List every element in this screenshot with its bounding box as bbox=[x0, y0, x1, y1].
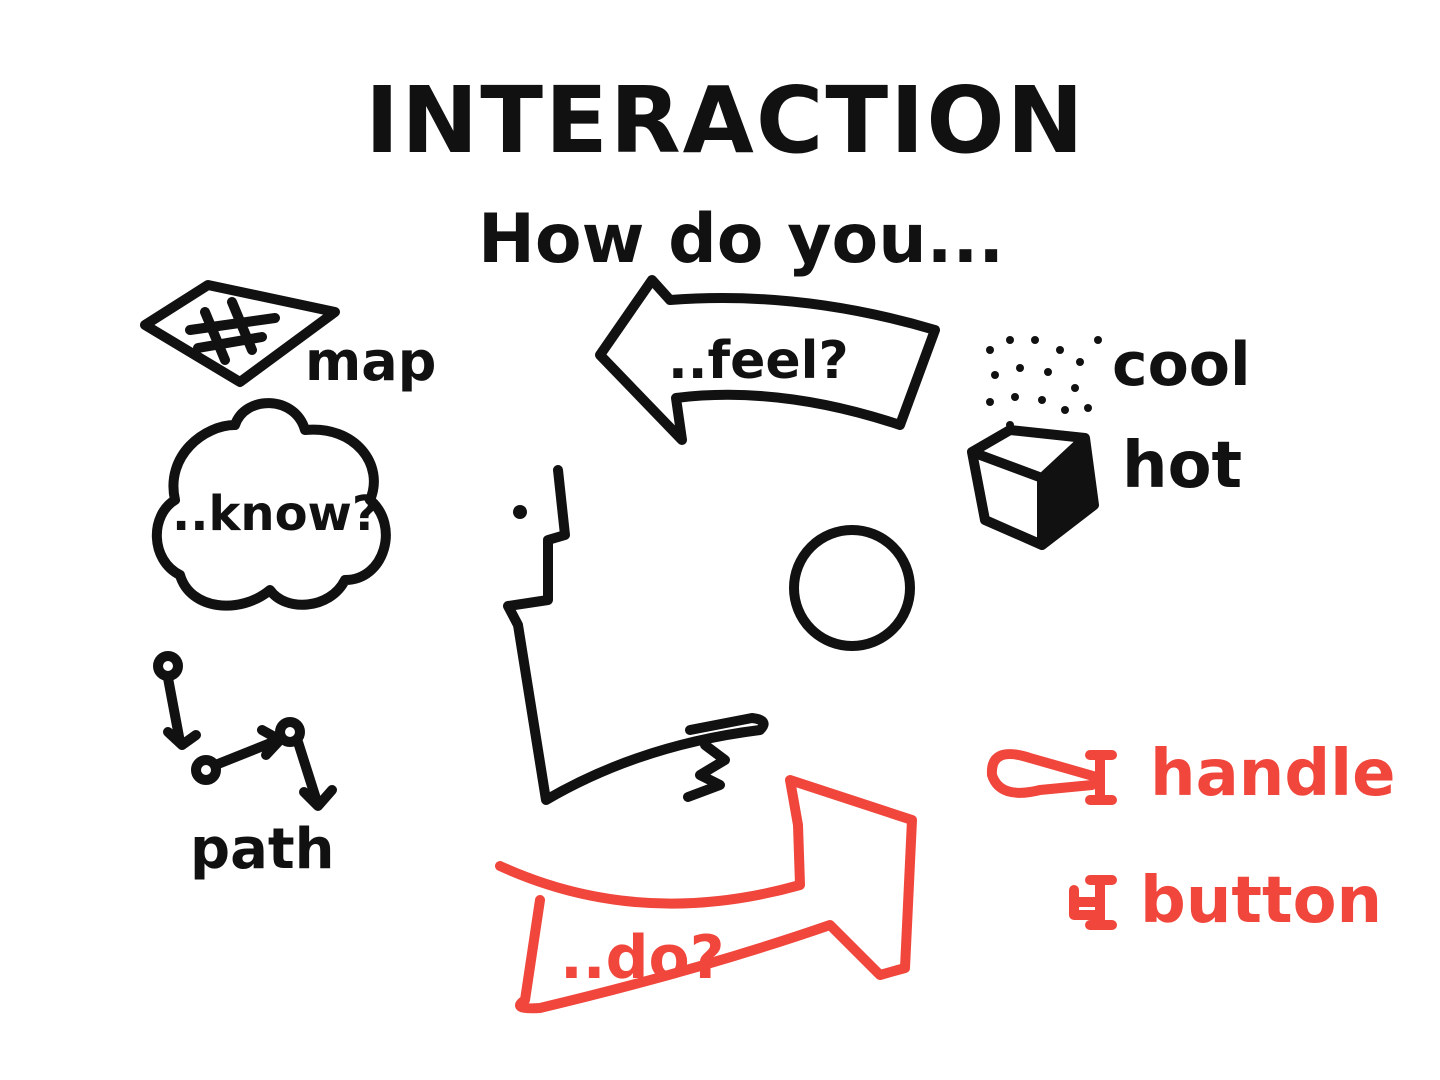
sketch-subtitle: How do you... bbox=[478, 200, 1004, 279]
do-label: ..do? bbox=[560, 923, 725, 993]
eye-icon bbox=[513, 505, 527, 519]
head-profile bbox=[503, 465, 769, 805]
face-profile-outline bbox=[503, 465, 769, 805]
cool-label: cool bbox=[1112, 330, 1251, 400]
handle-label: handle bbox=[1150, 737, 1395, 811]
feel-arrow: ..feel? bbox=[595, 275, 940, 445]
button-label: button bbox=[1140, 864, 1382, 938]
path-end-arrow-icon bbox=[293, 737, 337, 811]
do-arrow: ..do? bbox=[495, 775, 917, 1014]
handle-group: handle bbox=[986, 737, 1395, 811]
cube-dark-face bbox=[1042, 438, 1094, 545]
ball-icon bbox=[789, 525, 915, 651]
know-cloud: ..know? bbox=[151, 398, 391, 611]
button-icon bbox=[1069, 875, 1117, 930]
temperature-group: cool hot bbox=[967, 330, 1251, 550]
do-arrow-outline bbox=[495, 775, 917, 1014]
cool-dots-icon bbox=[986, 336, 1102, 436]
pointing-hand-icon bbox=[683, 740, 730, 802]
know-label: ..know? bbox=[172, 486, 380, 542]
feel-label: ..feel? bbox=[668, 331, 849, 391]
map-icon bbox=[140, 280, 340, 387]
map-group: map bbox=[140, 280, 436, 393]
feel-arrow-outline bbox=[595, 275, 940, 445]
handle-icon bbox=[986, 749, 1117, 805]
path-down-arrow-icon bbox=[163, 673, 201, 750]
path-mid-icon bbox=[191, 755, 221, 785]
map-grid-icon bbox=[185, 297, 280, 365]
thought-cloud-icon bbox=[151, 398, 391, 611]
button-group: button bbox=[1069, 864, 1382, 938]
map-label: map bbox=[305, 330, 436, 393]
path-label: path bbox=[190, 817, 335, 882]
path-group: path bbox=[153, 651, 337, 882]
hot-label: hot bbox=[1122, 429, 1242, 503]
sketch-title: INTERACTION bbox=[365, 67, 1086, 174]
path-right-arrow-icon bbox=[213, 725, 285, 769]
path-end-icon bbox=[275, 717, 305, 747]
